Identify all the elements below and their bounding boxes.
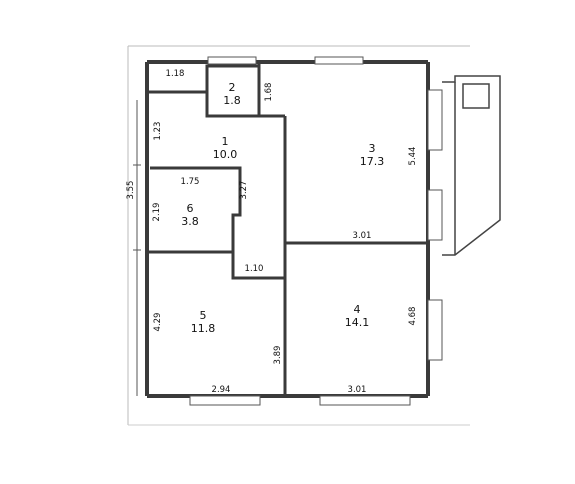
dim-left-outer-height: 3.55 xyxy=(126,181,136,200)
dim-room4-height: 4.68 xyxy=(408,307,418,326)
room-labels: 2 1.8 1 10.0 3 17.3 6 3.8 5 11.8 4 14.1 xyxy=(181,81,384,335)
room-1-number: 1 xyxy=(222,135,229,148)
window-top-right xyxy=(314,56,364,65)
left-dimension-line xyxy=(133,100,141,396)
dim-room3-bottom-width: 3.01 xyxy=(353,231,372,241)
window-bottom-right xyxy=(319,395,411,406)
window-right-2 xyxy=(427,189,443,241)
window-top-left xyxy=(207,56,257,65)
room-2-number: 2 xyxy=(229,81,236,94)
room-5-number: 5 xyxy=(200,309,207,322)
window-bottom-left xyxy=(189,395,261,406)
dim-room5-height: 4.29 xyxy=(153,313,163,332)
room-6-number: 6 xyxy=(187,202,194,215)
dim-room5-bottom-width: 2.94 xyxy=(212,385,231,395)
dim-corridor-width: 1.10 xyxy=(245,264,264,274)
dim-bath-right-height: 3.27 xyxy=(239,181,249,200)
windows xyxy=(189,56,443,406)
room-4-number: 4 xyxy=(354,303,361,316)
dim-room3-height: 5.44 xyxy=(408,147,418,166)
interior-walls xyxy=(147,62,428,396)
dim-bath-height: 2.19 xyxy=(152,203,162,222)
dim-hall-left-height: 1.23 xyxy=(153,122,163,141)
room-6-area: 3.8 xyxy=(181,215,199,228)
dim-room5-right-height: 3.89 xyxy=(273,346,283,365)
room-1-area: 10.0 xyxy=(213,148,238,161)
room-5-area: 11.8 xyxy=(191,322,216,335)
dimension-labels: 1.18 1.75 1.10 3.01 2.94 3.01 1.23 2.19 … xyxy=(126,69,418,395)
dim-wc-height: 1.68 xyxy=(264,83,274,102)
room-3-area: 17.3 xyxy=(360,155,385,168)
window-right-3 xyxy=(427,299,443,361)
room-3-number: 3 xyxy=(369,142,376,155)
dim-hall-top-width: 1.18 xyxy=(166,69,185,79)
room-4-area: 14.1 xyxy=(345,316,370,329)
dim-bath-width: 1.75 xyxy=(181,177,200,187)
window-right-1 xyxy=(427,89,443,151)
dim-room4-bottom-width: 3.01 xyxy=(348,385,367,395)
outer-walls xyxy=(145,60,430,398)
balcony xyxy=(442,75,501,256)
room-2-area: 1.8 xyxy=(223,94,241,107)
